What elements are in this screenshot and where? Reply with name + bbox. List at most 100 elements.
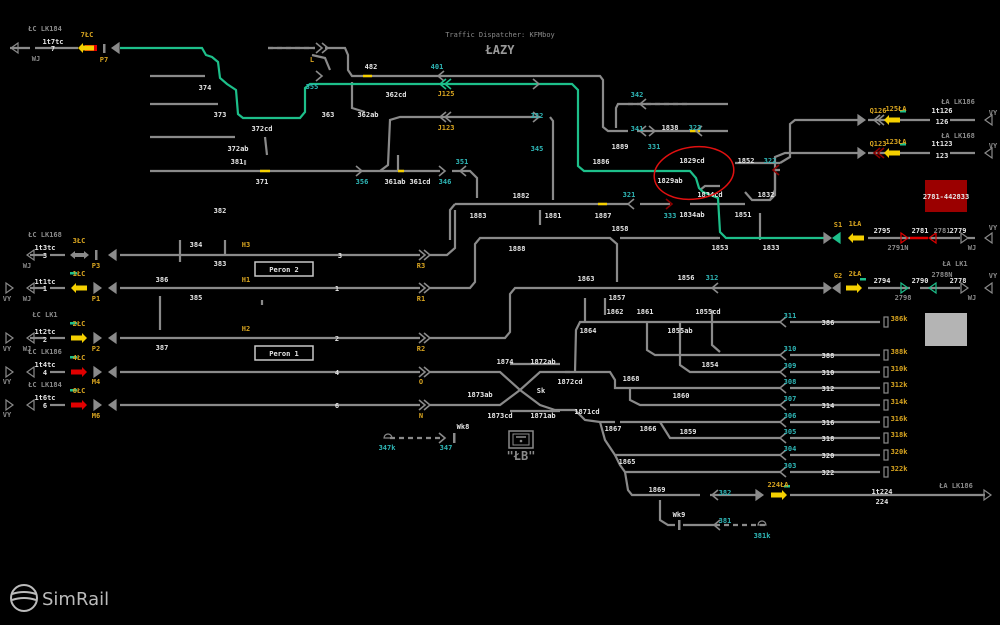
signal-icon[interactable] xyxy=(93,398,103,412)
shunt-signal-icon[interactable] xyxy=(423,282,432,294)
signal-icon[interactable] xyxy=(107,248,117,262)
shunt-signal-icon[interactable] xyxy=(532,111,541,123)
shunt-signal-icon[interactable] xyxy=(418,249,427,261)
block-direction-arrow-icon[interactable] xyxy=(771,490,787,500)
signal-s1-icon[interactable] xyxy=(831,231,841,245)
shunt-signal-icon[interactable] xyxy=(778,382,787,394)
block-direction-arrow-icon[interactable] xyxy=(71,400,87,410)
signal-icon[interactable] xyxy=(110,41,120,55)
line-end-icon[interactable] xyxy=(960,231,970,245)
control-panel-icon[interactable] xyxy=(508,430,534,449)
shunt-signal-icon[interactable] xyxy=(694,125,703,137)
block-signal-icon[interactable] xyxy=(900,281,910,295)
signal-icon[interactable] xyxy=(93,281,103,295)
shunt-signal-icon[interactable] xyxy=(876,114,885,126)
shunt-signal-icon[interactable] xyxy=(321,42,330,54)
signal-401-icon[interactable] xyxy=(436,70,445,82)
signal-3lc-bidirectional-icon[interactable] xyxy=(70,251,89,259)
shunt-signal-icon[interactable] xyxy=(418,282,427,294)
shunt-signal-icon[interactable] xyxy=(443,78,452,90)
shunt-signal-icon[interactable] xyxy=(443,111,452,123)
block-direction-arrow-icon[interactable] xyxy=(71,283,87,293)
signal-7lc-arrow-icon[interactable] xyxy=(78,43,94,53)
block-direction-arrow-icon[interactable] xyxy=(884,148,900,158)
signal-icon[interactable] xyxy=(831,281,841,295)
train-number-box[interactable]: 2781-442833 xyxy=(923,180,969,212)
block-direction-arrow-icon[interactable] xyxy=(884,115,900,125)
shunt-signal-icon[interactable] xyxy=(638,98,647,110)
shunt-signal-icon[interactable] xyxy=(872,147,881,159)
signal-icon[interactable] xyxy=(107,365,117,379)
signal-icon[interactable] xyxy=(755,488,765,502)
line-end-icon[interactable] xyxy=(983,281,993,295)
shunt-signal-icon[interactable] xyxy=(438,111,447,123)
shunt-signal-icon[interactable] xyxy=(355,165,364,177)
block-direction-arrow-icon[interactable] xyxy=(71,333,87,343)
signal-icon[interactable] xyxy=(823,231,833,245)
control-panel-label: "ŁB" xyxy=(507,449,536,463)
shunt-signal-icon[interactable] xyxy=(638,125,647,137)
line-end-icon[interactable] xyxy=(960,281,970,295)
shunt-signal-icon[interactable] xyxy=(423,249,432,261)
shunt-signal-icon[interactable] xyxy=(648,125,657,137)
block-direction-arrow-icon[interactable] xyxy=(848,233,864,243)
signal-icon[interactable] xyxy=(857,113,867,127)
empty-train-box[interactable] xyxy=(925,313,967,346)
shunt-signal-icon[interactable] xyxy=(876,147,885,159)
shunt-signal-icon[interactable] xyxy=(418,366,427,378)
shunt-signal-icon[interactable] xyxy=(315,70,324,82)
signal-icon[interactable] xyxy=(93,331,103,345)
line-end-icon[interactable] xyxy=(25,281,35,295)
line-end-icon[interactable] xyxy=(983,488,993,502)
shunt-signal-icon[interactable] xyxy=(778,349,787,361)
block-direction-arrow-icon[interactable] xyxy=(846,283,862,293)
shunt-signal-icon[interactable] xyxy=(423,399,432,411)
shunt-signal-icon[interactable] xyxy=(418,332,427,344)
line-end-icon[interactable] xyxy=(983,231,993,245)
signal-icon[interactable] xyxy=(107,281,117,295)
shunt-signal-icon[interactable] xyxy=(778,399,787,411)
shunt-signal-icon[interactable] xyxy=(423,366,432,378)
signal-icon[interactable] xyxy=(857,146,867,160)
shunt-signal-icon[interactable] xyxy=(710,282,719,294)
signal-333-icon[interactable] xyxy=(665,198,674,210)
signal-icon[interactable] xyxy=(93,365,103,379)
signal-322-icon[interactable] xyxy=(771,164,780,176)
shunt-signal-icon[interactable] xyxy=(423,332,432,344)
block-direction-arrow-icon[interactable] xyxy=(71,367,87,377)
line-end-icon[interactable] xyxy=(25,398,35,412)
shunt-signal-icon[interactable] xyxy=(712,519,721,531)
signal-icon[interactable] xyxy=(823,281,833,295)
shunt-signal-icon[interactable] xyxy=(626,198,635,210)
shunt-signal-icon[interactable] xyxy=(778,416,787,428)
shunt-signal-icon[interactable] xyxy=(315,42,324,54)
signal-j125-icon[interactable] xyxy=(438,78,447,90)
signal-icon[interactable] xyxy=(107,398,117,412)
shunt-signal-icon[interactable] xyxy=(778,366,787,378)
block-signal-icon[interactable] xyxy=(927,231,937,245)
line-end-icon[interactable] xyxy=(5,365,15,379)
shunt-signal-icon[interactable] xyxy=(778,432,787,444)
shunt-signal-icon[interactable] xyxy=(438,165,447,177)
shunt-signal-icon[interactable] xyxy=(872,114,881,126)
line-end-icon[interactable] xyxy=(983,113,993,127)
shunt-signal-icon[interactable] xyxy=(710,489,719,501)
block-signal-icon[interactable] xyxy=(927,281,937,295)
line-end-icon[interactable] xyxy=(25,331,35,345)
shunt-signal-icon[interactable] xyxy=(778,449,787,461)
shunt-signal-icon[interactable] xyxy=(778,316,787,328)
line-end-icon[interactable] xyxy=(983,146,993,160)
block-signal-icon[interactable] xyxy=(900,231,910,245)
line-end-icon[interactable] xyxy=(25,248,35,262)
signal-icon[interactable] xyxy=(107,331,117,345)
line-end-icon[interactable] xyxy=(5,281,15,295)
shunt-signal-icon[interactable] xyxy=(438,432,447,444)
shunt-signal-icon[interactable] xyxy=(458,165,467,177)
line-end-icon[interactable] xyxy=(9,41,19,55)
line-end-icon[interactable] xyxy=(5,331,15,345)
line-end-icon[interactable] xyxy=(25,365,35,379)
shunt-signal-icon[interactable] xyxy=(532,78,541,90)
shunt-signal-icon[interactable] xyxy=(778,466,787,478)
line-end-icon[interactable] xyxy=(5,398,15,412)
shunt-signal-icon[interactable] xyxy=(418,399,427,411)
